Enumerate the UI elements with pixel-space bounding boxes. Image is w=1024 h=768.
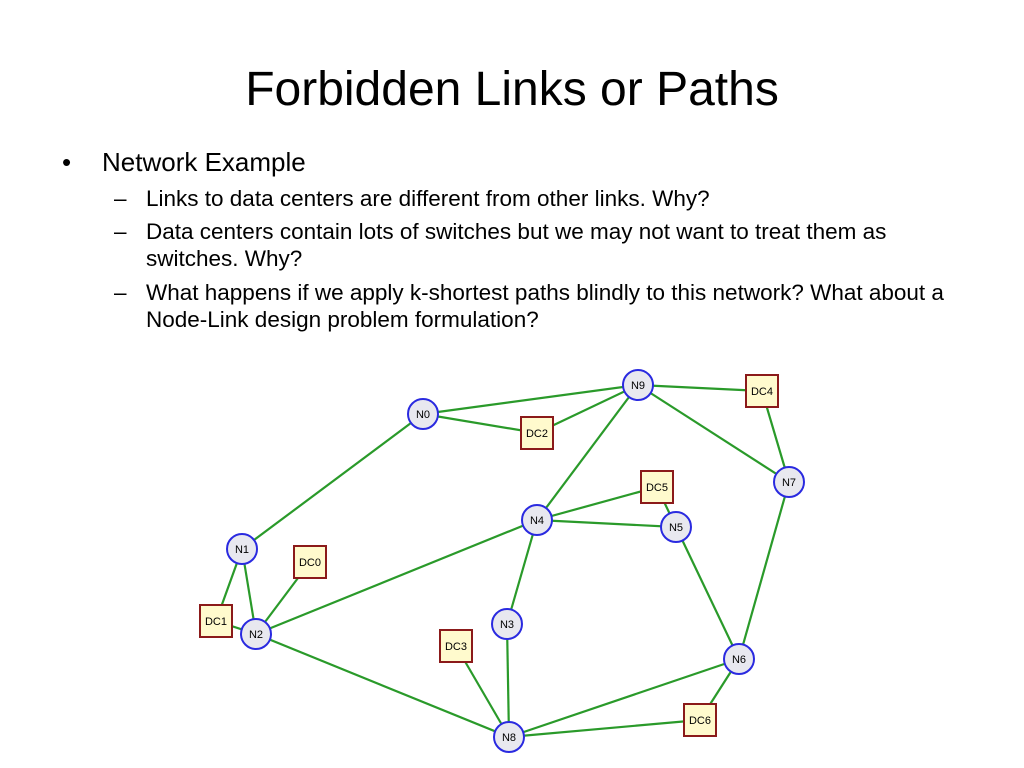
switch-node-n8: N8 bbox=[493, 721, 525, 753]
datacenter-box bbox=[640, 470, 674, 504]
sub-bullet-text: What happens if we apply k-shortest path… bbox=[146, 279, 944, 333]
dash-icon: – bbox=[114, 279, 127, 305]
datacenter-node-dc3-label: DC3 bbox=[445, 641, 467, 653]
datacenter-node-dc5: DC5 bbox=[640, 470, 674, 504]
sub-bullet-1: – Links to data centers are different fr… bbox=[62, 185, 982, 212]
bullet-main: • Network Example bbox=[62, 146, 982, 179]
switch-node-n4: N4 bbox=[521, 504, 553, 536]
bullet-dot-icon: • bbox=[62, 147, 72, 177]
datacenter-node-dc6: DC6 bbox=[683, 703, 717, 737]
edge-n9-dc4 bbox=[637, 383, 763, 393]
switch-node-n3-label: N3 bbox=[500, 619, 514, 631]
switch-node-n5-label: N5 bbox=[669, 522, 683, 534]
datacenter-node-dc2: DC2 bbox=[520, 416, 554, 450]
edge-n7-n6 bbox=[737, 481, 791, 660]
edge-n0-dc2 bbox=[422, 412, 538, 435]
datacenter-node-dc6-label: DC6 bbox=[689, 715, 711, 727]
datacenter-node-dc3: DC3 bbox=[439, 629, 473, 663]
switch-circle bbox=[773, 466, 805, 498]
switch-circle bbox=[240, 618, 272, 650]
edge-n4-n3 bbox=[505, 519, 539, 625]
sub-bullet-text: Links to data centers are different from… bbox=[146, 185, 710, 211]
switch-node-n6: N6 bbox=[723, 643, 755, 675]
datacenter-node-dc4-label: DC4 bbox=[751, 386, 773, 398]
switch-node-n6-label: N6 bbox=[732, 654, 746, 666]
datacenter-node-dc2-label: DC2 bbox=[526, 428, 548, 440]
datacenter-box bbox=[745, 374, 779, 408]
slide-title: Forbidden Links or Paths bbox=[245, 63, 779, 116]
switch-node-n1: N1 bbox=[226, 533, 258, 565]
switch-node-n7: N7 bbox=[773, 466, 805, 498]
switch-node-n0: N0 bbox=[407, 398, 439, 430]
sub-bullet-2: – Data centers contain lots of switches … bbox=[62, 218, 982, 273]
datacenter-node-dc1: DC1 bbox=[199, 604, 233, 638]
dash-icon: – bbox=[114, 218, 127, 244]
datacenter-box bbox=[520, 416, 554, 450]
edge-n5-n6 bbox=[675, 526, 740, 660]
switch-circle bbox=[226, 533, 258, 565]
datacenter-node-dc5-label: DC5 bbox=[646, 482, 668, 494]
switch-circle bbox=[660, 511, 692, 543]
bullet-list: • Network Example – Links to data center… bbox=[62, 146, 982, 334]
switch-circle bbox=[493, 721, 525, 753]
datacenter-node-dc0-label: DC0 bbox=[299, 557, 321, 569]
edge-n3-n8 bbox=[505, 623, 511, 738]
switch-circle bbox=[407, 398, 439, 430]
switch-node-n9: N9 bbox=[622, 369, 654, 401]
switch-node-n7-label: N7 bbox=[782, 477, 796, 489]
switch-circle bbox=[521, 504, 553, 536]
switch-node-n9-label: N9 bbox=[631, 380, 645, 392]
switch-node-n0-label: N0 bbox=[416, 409, 430, 421]
switch-node-n2-label: N2 bbox=[249, 629, 263, 641]
datacenter-box bbox=[199, 604, 233, 638]
edge-n0-n9 bbox=[422, 383, 639, 416]
switch-node-n5: N5 bbox=[660, 511, 692, 543]
switch-node-n4-label: N4 bbox=[530, 515, 544, 527]
edge-n2-n8 bbox=[255, 632, 510, 739]
datacenter-node-dc1-label: DC1 bbox=[205, 616, 227, 628]
edge-n9-n4 bbox=[536, 384, 639, 521]
edge-n0-n1 bbox=[241, 413, 424, 550]
edge-n4-dc5 bbox=[536, 485, 658, 522]
edge-n4-n5 bbox=[536, 518, 677, 529]
dash-icon: – bbox=[114, 185, 127, 211]
switch-node-n2: N2 bbox=[240, 618, 272, 650]
switch-circle bbox=[491, 608, 523, 640]
switch-node-n8-label: N8 bbox=[502, 732, 516, 744]
edge-n4-n2 bbox=[255, 518, 538, 636]
bullet-main-text: Network Example bbox=[102, 147, 306, 177]
datacenter-node-dc4: DC4 bbox=[745, 374, 779, 408]
switch-circle bbox=[622, 369, 654, 401]
datacenter-box bbox=[439, 629, 473, 663]
sub-bullet-text: Data centers contain lots of switches bu… bbox=[146, 218, 887, 272]
datacenter-node-dc0: DC0 bbox=[293, 545, 327, 579]
edge-n8-n6 bbox=[508, 657, 740, 739]
switch-node-n3: N3 bbox=[491, 608, 523, 640]
switch-circle bbox=[723, 643, 755, 675]
datacenter-box bbox=[293, 545, 327, 579]
edge-n9-n7 bbox=[637, 384, 790, 483]
edge-n8-dc6 bbox=[508, 718, 701, 739]
switch-node-n1-label: N1 bbox=[235, 544, 249, 556]
datacenter-box bbox=[683, 703, 717, 737]
sub-bullet-3: – What happens if we apply k-shortest pa… bbox=[62, 279, 982, 334]
